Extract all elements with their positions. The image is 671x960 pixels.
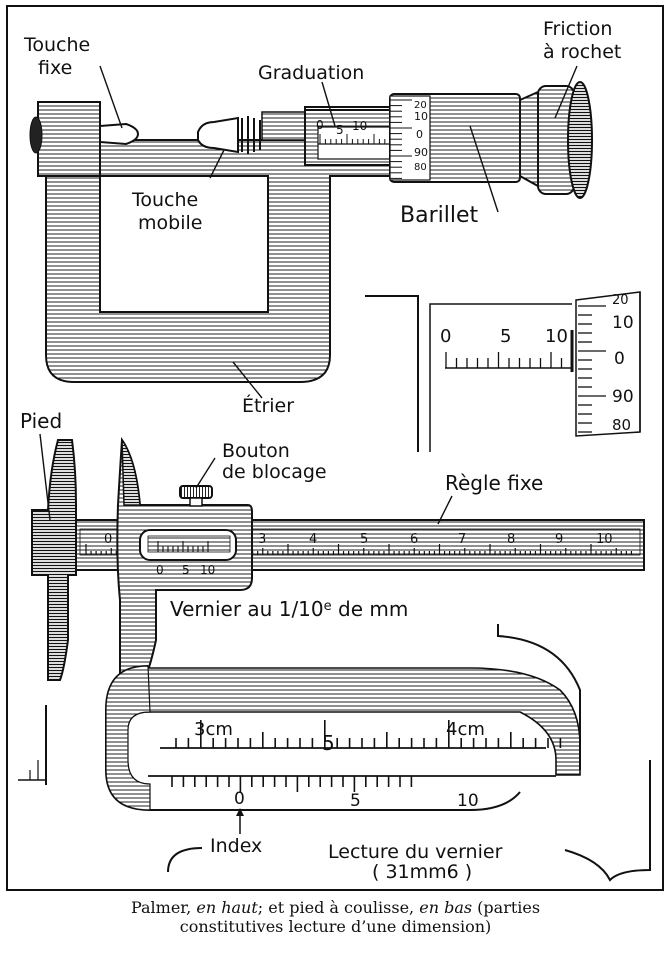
- caption-text: (parties: [472, 898, 541, 917]
- detail-vernier-number: 5: [350, 791, 361, 811]
- label-vernier: Vernier au 1/10e de mm: [170, 597, 408, 621]
- detail-rule-number: 4cm: [446, 719, 485, 740]
- caption-emphasis: en bas: [419, 898, 473, 917]
- label-bouton-de-blocage: de blocage: [222, 461, 327, 483]
- palmer-leaders: [99, 65, 578, 399]
- sleeve-number: 10: [352, 119, 367, 133]
- fixed-jaw: [31, 439, 77, 681]
- caption-line-1: Palmer, en haut; et pied à coulisse, en …: [0, 898, 671, 917]
- detail-thimble-number: 20: [612, 293, 629, 308]
- palmer-drawing: 0 5 10 20 10 0 90 80 Touche fixe Graduat…: [23, 18, 621, 417]
- plate-frame: [6, 5, 664, 891]
- vernier-number: 10: [200, 563, 215, 577]
- mobile-spindle: [197, 116, 239, 154]
- vernier-superscript: e: [324, 599, 332, 614]
- caliper-detail: 3cm 5 4cm 0 5 10 Index Lecture du vernie…: [18, 624, 651, 883]
- detail-main-number: 5: [500, 326, 511, 347]
- detail-thimble-ticks: [578, 305, 606, 433]
- detail-vernier-ticks: [171, 776, 413, 792]
- label-reading-value: ( 31mm6 ): [372, 861, 472, 883]
- detail-rule-number: 3cm: [194, 719, 233, 740]
- detail-vernier-number: 10: [457, 791, 479, 811]
- detail-rule-number: 5: [322, 731, 335, 755]
- anvil-block: [37, 101, 101, 177]
- rule-number: 9: [555, 532, 563, 547]
- label-regle-fixe: Règle fixe: [445, 471, 543, 495]
- detail-main-number: 0: [440, 326, 451, 347]
- label-pied: Pied: [20, 409, 62, 433]
- rule-number: 10: [596, 532, 613, 547]
- label-bouton-de-blocage: Bouton: [222, 440, 290, 462]
- detail-thimble-number: 90: [612, 387, 634, 407]
- thimble-number: 0: [416, 128, 423, 141]
- detail-thimble-number: 80: [612, 416, 631, 434]
- vernier-ticks: [157, 541, 209, 552]
- label-reading: Lecture du vernier: [328, 841, 503, 863]
- vernier-number: 5: [182, 563, 190, 577]
- label-touche-mobile: mobile: [138, 212, 202, 234]
- thimble-number: 20: [414, 100, 427, 111]
- rule-number: 3: [258, 532, 266, 547]
- label-touche-fixe: Touche: [23, 34, 90, 56]
- label-etrier: Étrier: [242, 394, 294, 417]
- label-graduation: Graduation: [258, 62, 364, 84]
- sleeve-number: 5: [336, 123, 344, 137]
- spindle-thread: [241, 116, 261, 154]
- palmer-detail: 0 5 10 20 10 0 90 80: [365, 291, 641, 452]
- ratchet-neck: [519, 90, 539, 188]
- caption: Palmer, en haut; et pied à coulisse, en …: [0, 898, 671, 936]
- label-friction: Friction: [543, 18, 612, 40]
- sleeve-number: 0: [316, 118, 324, 132]
- thimble-number: 80: [414, 162, 427, 173]
- label-friction: à rochet: [543, 41, 621, 63]
- thimble-number: 90: [414, 146, 428, 159]
- detail-rule-ticks: [175, 720, 562, 748]
- rule-number: 5: [360, 532, 368, 547]
- caliper-drawing: 0 3 4 5 6 7 8 9 10 0 5 10 Pied Bouton de…: [20, 409, 645, 681]
- thimble-number: 10: [414, 110, 428, 123]
- illustration-plate: 0 5 10 20 10 0 90 80 Touche fixe Graduat…: [6, 5, 664, 891]
- anvil-cap: [29, 116, 43, 154]
- thimble-ticks: [390, 99, 412, 179]
- caption-text: Palmer,: [130, 898, 197, 917]
- caption-text: ; et pied à coulisse,: [257, 898, 420, 917]
- detail-main-number: 10: [545, 326, 568, 347]
- detail-main-ticks: [445, 352, 573, 368]
- label-touche-fixe: fixe: [38, 57, 72, 79]
- rule-number: 8: [507, 532, 515, 547]
- ratchet-cap: [567, 81, 593, 199]
- rule-number: 6: [410, 532, 418, 547]
- vernier-suffix: de mm: [332, 597, 409, 621]
- detail-left-bend: [105, 665, 151, 811]
- label-barillet: Barillet: [400, 203, 478, 228]
- detail-vernier-number: 0: [234, 789, 245, 809]
- sleeve-ticks: [319, 134, 386, 144]
- rule-number: 4: [309, 532, 317, 547]
- detail-thimble-number: 10: [612, 313, 634, 333]
- label-index: Index: [210, 835, 262, 857]
- detail-thimble-number: 0: [614, 349, 625, 369]
- caption-line-2: constitutives lecture d’une dimension): [179, 917, 492, 936]
- rule-number: 0: [104, 532, 112, 547]
- vernier-prefix: Vernier au: [170, 597, 279, 621]
- vernier-fraction: 1/10: [279, 597, 324, 621]
- caliper-leaders: [39, 433, 453, 525]
- label-touche-mobile: Touche: [131, 189, 198, 211]
- fixed-anvil: [99, 122, 140, 146]
- caption-emphasis: en haut: [196, 898, 258, 917]
- rule-number: 7: [458, 532, 466, 547]
- vernier-number: 0: [156, 563, 164, 577]
- thimble-graduation: [389, 95, 431, 181]
